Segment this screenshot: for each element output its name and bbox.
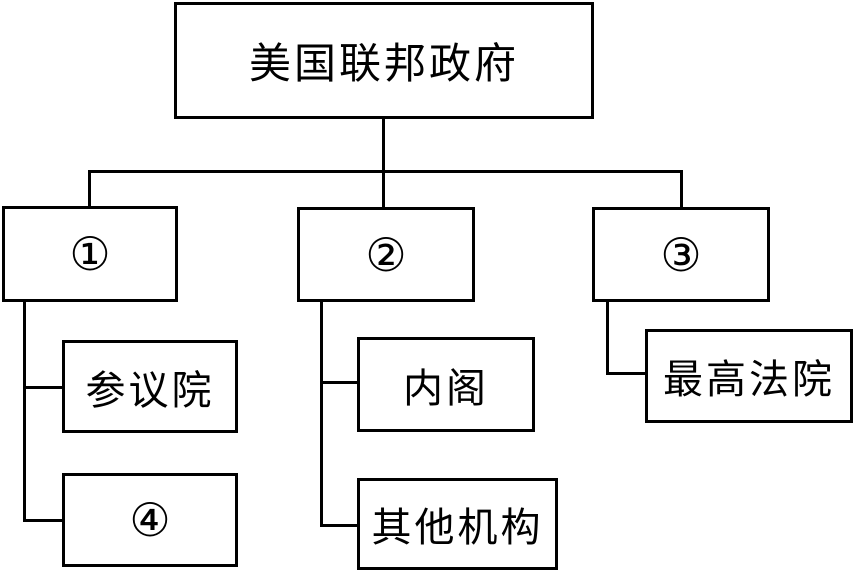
- node-cabinet: 内阁: [357, 337, 535, 432]
- node-blank-4: ④: [62, 473, 238, 567]
- connector-to-item4: [23, 519, 64, 522]
- connector-to-senate: [23, 386, 64, 389]
- connector-branch2-vertical: [320, 300, 323, 527]
- connector-drop-branch1: [88, 170, 91, 208]
- node-blank-4-label: ④: [129, 493, 171, 547]
- node-blank-1-label: ①: [69, 227, 111, 281]
- node-other-agencies: 其他机构: [357, 478, 558, 570]
- connector-branch1-vertical: [23, 300, 26, 522]
- node-blank-3-label: ③: [660, 227, 702, 282]
- node-blank-3: ③: [592, 207, 770, 302]
- node-senate: 参议院: [62, 340, 238, 433]
- node-us-federal-government: 美国联邦政府: [174, 2, 594, 119]
- node-blank-1: ①: [2, 206, 178, 302]
- connector-root-vertical: [382, 117, 385, 173]
- node-cabinet-label: 内阁: [403, 365, 489, 412]
- connector-drop-branch3: [680, 170, 683, 209]
- node-blank-2-label: ②: [365, 227, 407, 282]
- connector-to-supreme-court: [606, 372, 647, 375]
- node-supreme-court-label: 最高法院: [663, 357, 835, 403]
- node-senate-label: 参议院: [85, 367, 215, 414]
- node-supreme-court: 最高法院: [645, 329, 853, 423]
- node-us-federal-government-label: 美国联邦政府: [248, 39, 519, 88]
- connector-drop-branch2: [382, 170, 385, 209]
- connector-to-other-agencies: [320, 524, 359, 527]
- connector-main-horizontal: [88, 170, 683, 173]
- node-blank-2: ②: [297, 207, 475, 302]
- connector-branch3-vertical: [606, 300, 609, 375]
- node-other-agencies-label: 其他机构: [371, 505, 544, 551]
- connector-to-cabinet: [320, 381, 359, 384]
